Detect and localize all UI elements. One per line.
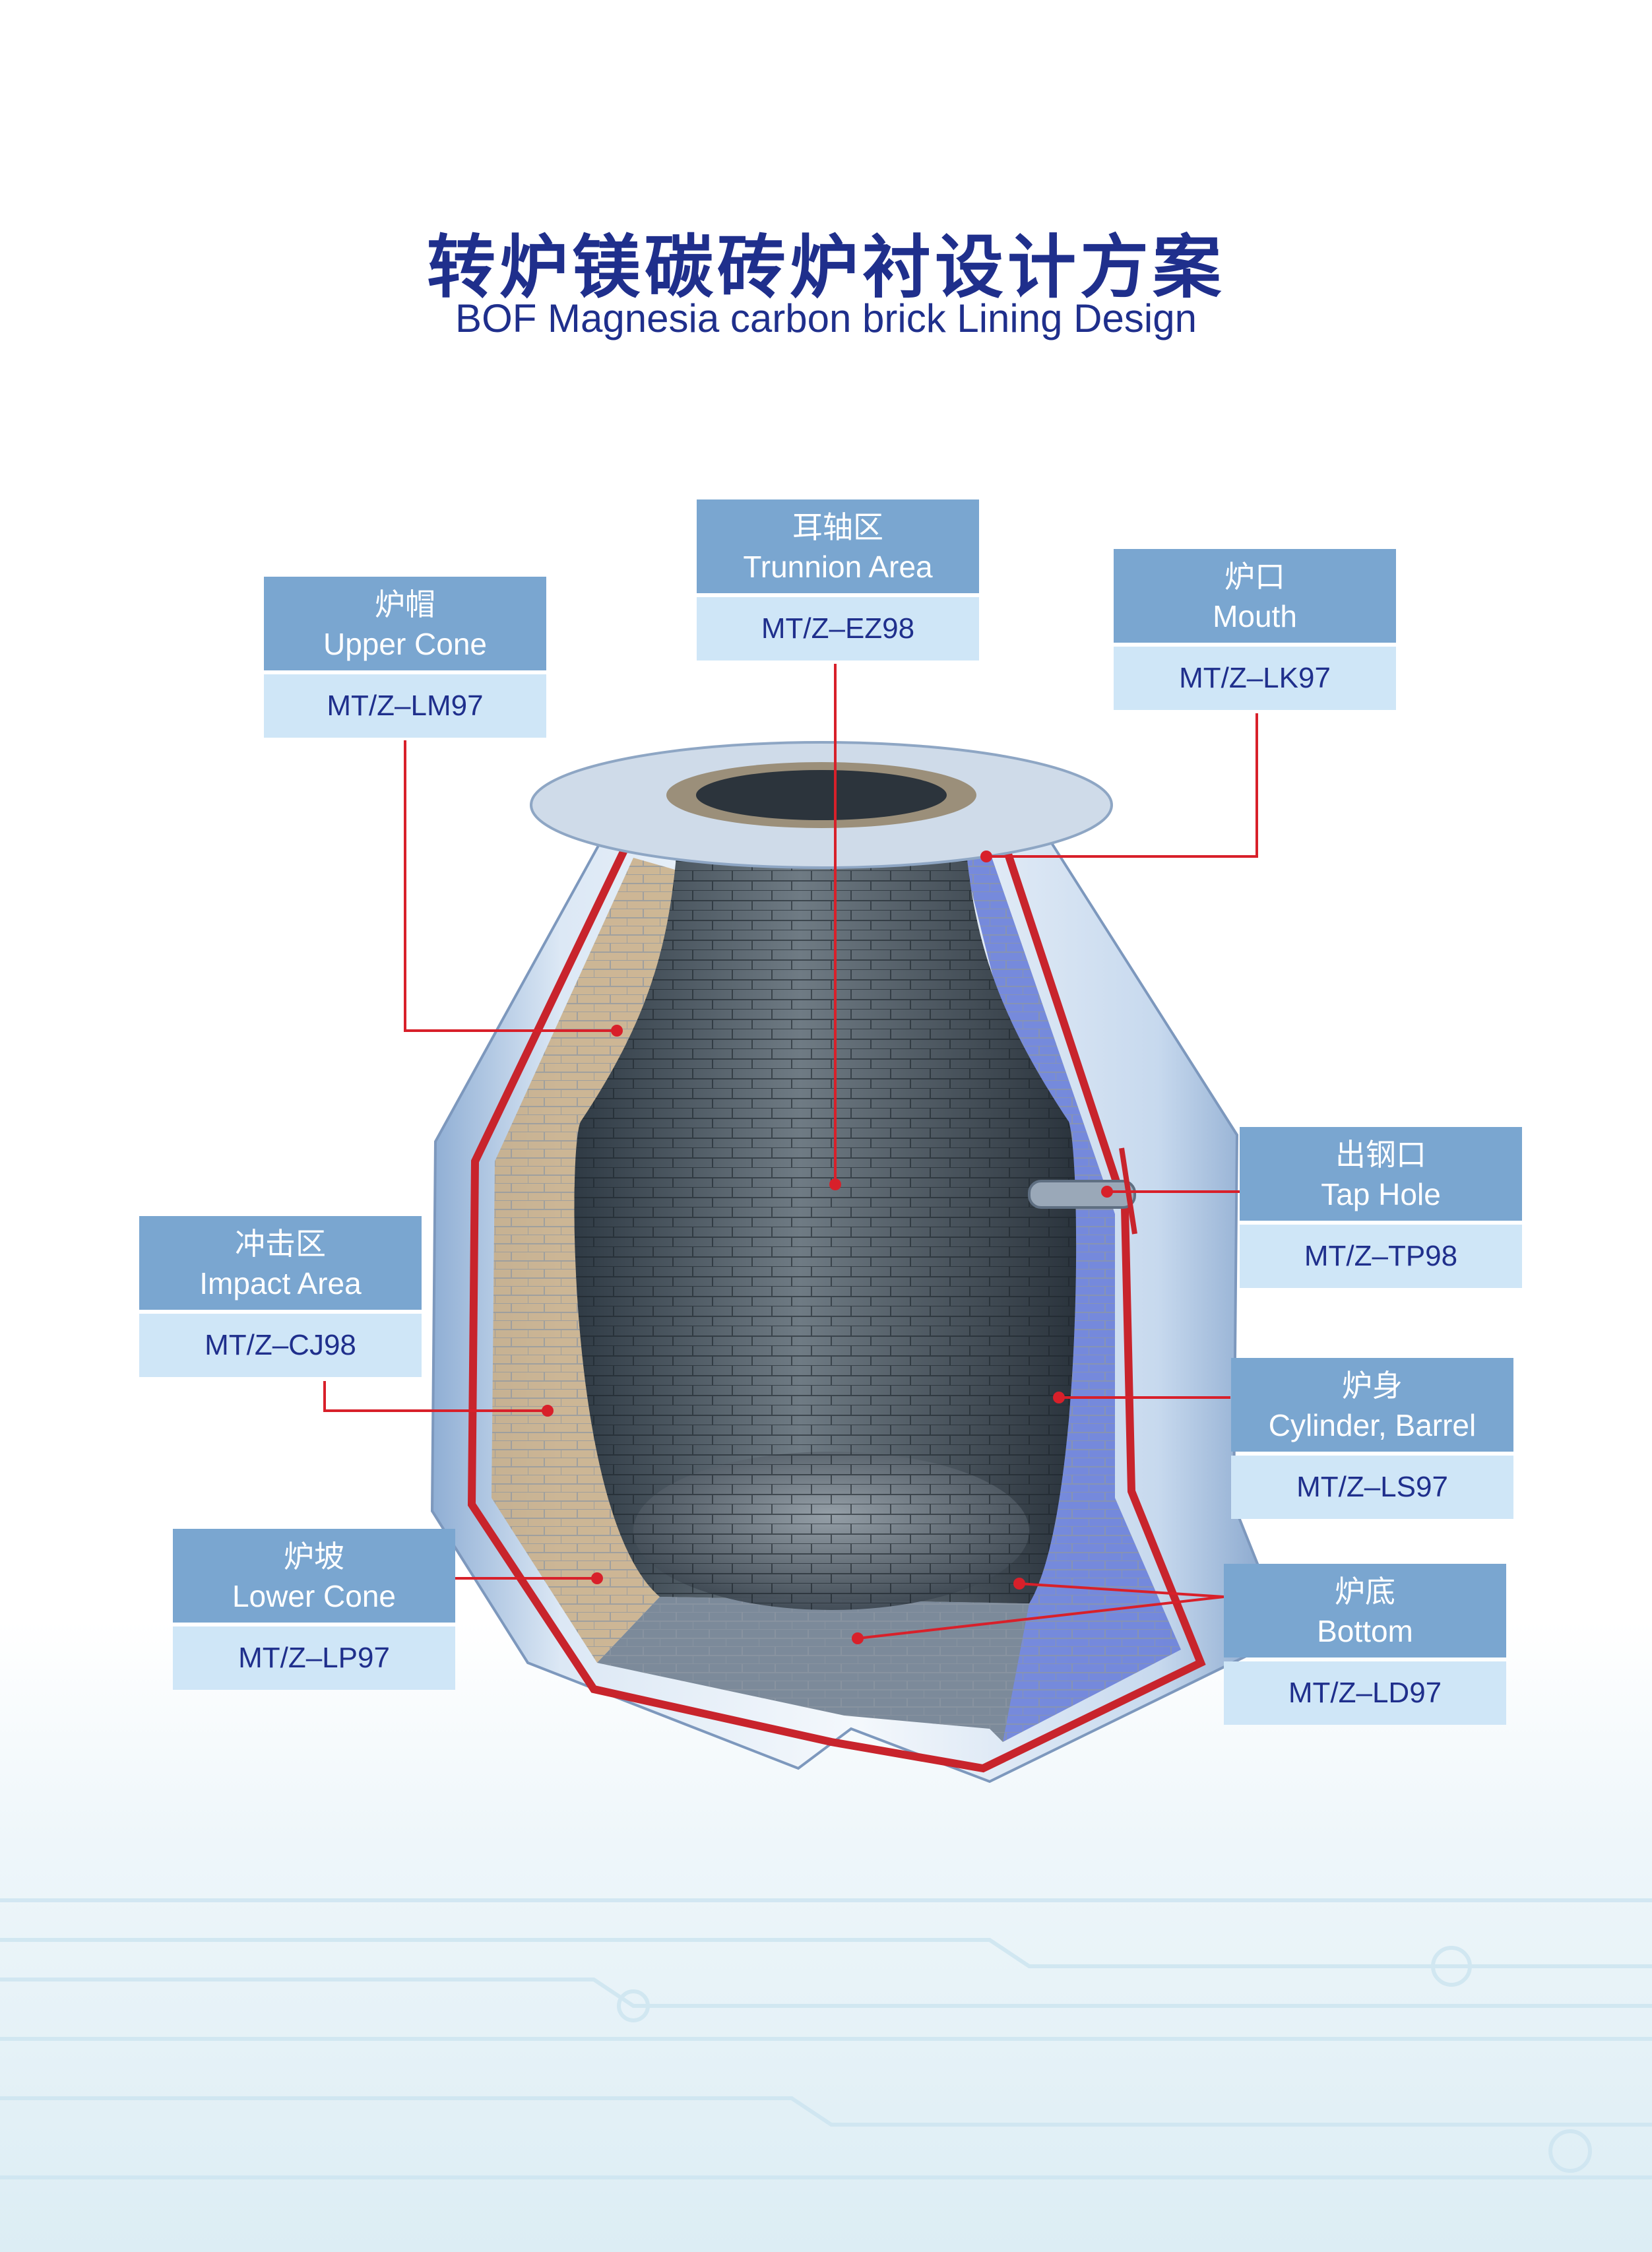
label-trunnion-zh: 耳轴区 [792,509,883,545]
label-tap-hole: 出钢口 Tap Hole MT/Z–TP98 [1240,1127,1522,1288]
label-tap-hole-code: MT/Z–TP98 [1240,1225,1522,1288]
label-impact-zh: 冲击区 [235,1226,326,1262]
label-mouth-header: 炉口 Mouth [1114,549,1396,643]
label-bottom-header: 炉底 Bottom [1224,1564,1506,1657]
label-upper-cone: 炉帽 Upper Cone MT/Z–LM97 [264,577,546,738]
label-barrel-zh: 炉身 [1342,1368,1403,1403]
converter-mouth-ring [530,741,1113,869]
label-trunnion-area: 耳轴区 Trunnion Area MT/Z–EZ98 [697,499,979,660]
label-barrel-en: Cylinder, Barrel [1268,1408,1477,1442]
leader-lines [323,664,1258,1640]
label-tap-hole-zh: 出钢口 [1335,1137,1426,1173]
label-trunnion-code: MT/Z–EZ98 [697,597,979,660]
page-title-english: BOF Magnesia carbon brick Lining Design [455,296,1197,340]
label-tap-hole-en: Tap Hole [1321,1177,1441,1211]
label-upper-cone-code: MT/Z–LM97 [264,674,546,738]
label-bottom-zh: 炉底 [1335,1574,1395,1609]
inner-brick-lining [574,812,1077,1610]
label-barrel: 炉身 Cylinder, Barrel MT/Z–LS97 [1231,1358,1513,1519]
label-lower-cone-code: MT/Z–LP97 [173,1626,455,1690]
label-mouth: 炉口 Mouth MT/Z–LK97 [1114,549,1396,710]
label-barrel-code: MT/Z–LS97 [1231,1456,1513,1519]
label-trunnion-header: 耳轴区 Trunnion Area [697,499,979,593]
label-mouth-en: Mouth [1213,599,1297,633]
page-title-chinese: 转炉镁碳砖炉衬设计方案 [426,227,1225,307]
label-impact-code: MT/Z–CJ98 [139,1314,422,1377]
label-lower-cone-header: 炉坡 Lower Cone [173,1529,455,1623]
label-bottom-code: MT/Z–LD97 [1224,1661,1506,1725]
label-bottom: 炉底 Bottom MT/Z–LD97 [1224,1564,1506,1725]
label-lower-cone: 炉坡 Lower Cone MT/Z–LP97 [173,1529,455,1690]
label-impact-en: Impact Area [199,1266,362,1301]
label-trunnion-en: Trunnion Area [743,550,933,584]
label-upper-cone-header: 炉帽 Upper Cone [264,577,546,670]
label-lower-cone-zh: 炉坡 [284,1539,344,1574]
label-impact-header: 冲击区 Impact Area [139,1216,422,1310]
label-mouth-code: MT/Z–LK97 [1114,647,1396,710]
label-tap-hole-header: 出钢口 Tap Hole [1240,1127,1522,1221]
label-barrel-header: 炉身 Cylinder, Barrel [1231,1358,1513,1452]
label-mouth-zh: 炉口 [1224,559,1285,595]
label-bottom-en: Bottom [1317,1614,1413,1648]
label-impact-area: 冲击区 Impact Area MT/Z–CJ98 [139,1216,422,1377]
label-upper-cone-zh: 炉帽 [375,587,435,622]
background-circuit-lines [0,1898,1652,2179]
label-lower-cone-en: Lower Cone [232,1579,397,1613]
label-upper-cone-en: Upper Cone [323,627,488,661]
leader-dots [542,851,1113,1644]
